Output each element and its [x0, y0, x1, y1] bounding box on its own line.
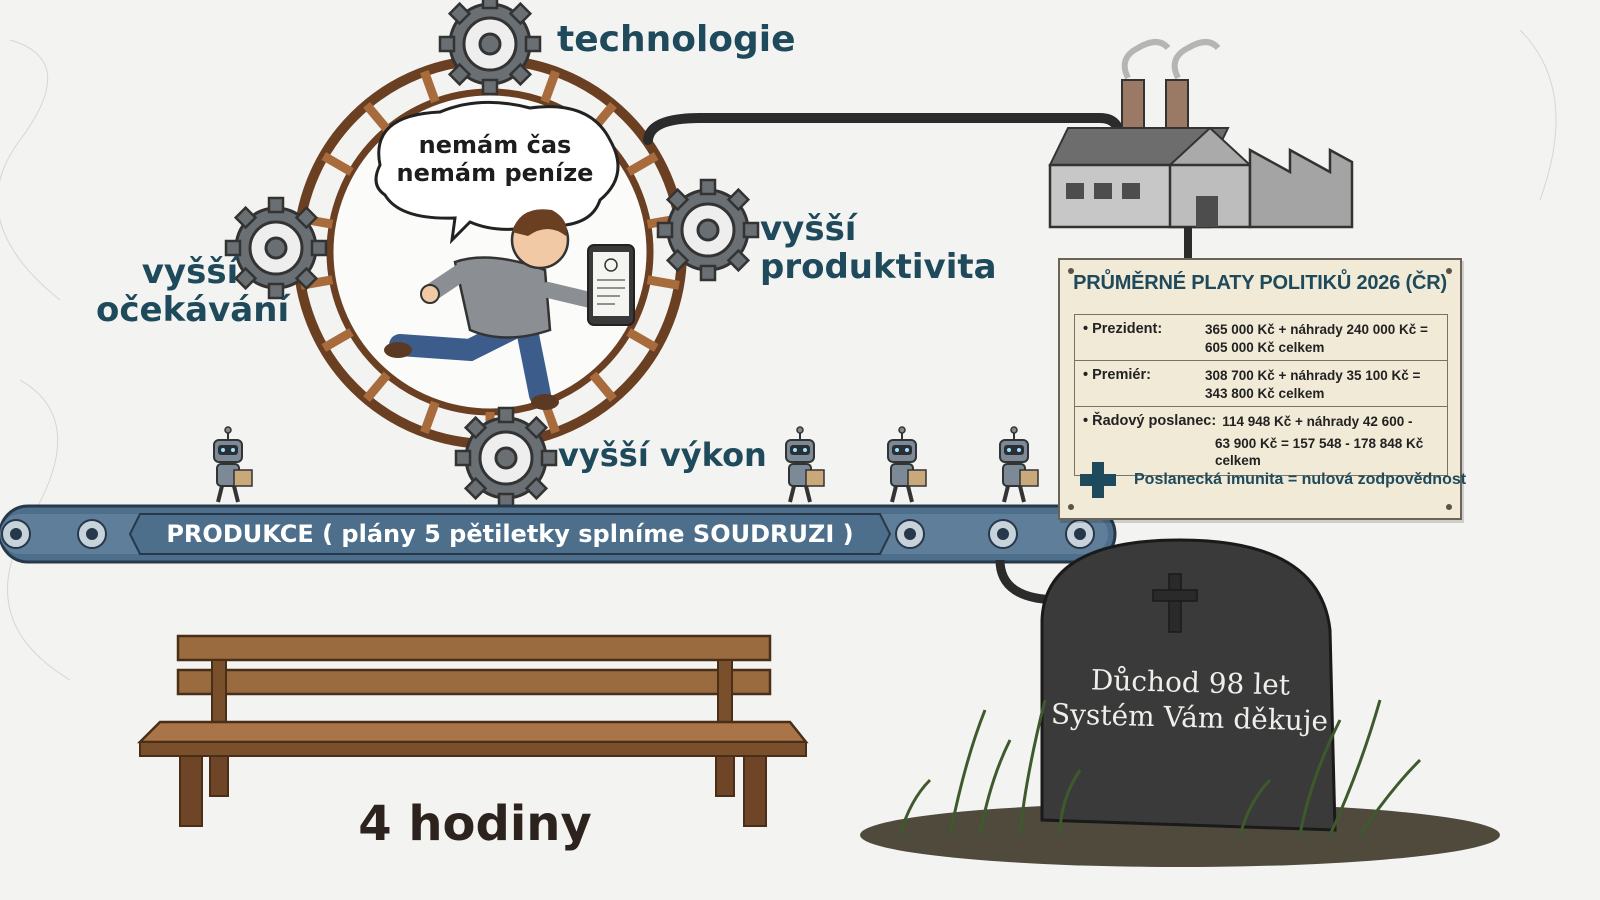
salary-value: 308 700 Kč + náhrady 35 100 Kč = 343 800…	[1205, 368, 1421, 401]
conveyor-belt	[0, 504, 1117, 564]
phone-icon	[587, 244, 635, 326]
speech-bubble-text: nemám čas nemám peníze	[396, 131, 594, 187]
salary-role: • Řadový poslanec:	[1083, 413, 1217, 430]
sign-footer: Poslanecká imunita = nulová zodpovědnost	[1078, 458, 1466, 502]
rivet	[1068, 504, 1074, 510]
bench-caption: 4 hodiny	[358, 796, 592, 852]
sign-title: PRŮMĚRNÉ PLATY POLITIKŮ 2026 (ČR)	[1073, 272, 1447, 294]
rivet	[1446, 504, 1452, 510]
salary-sign: PRŮMĚRNÉ PLATY POLITIKŮ 2026 (ČR) • Prez…	[1058, 258, 1466, 520]
gear-icon	[656, 178, 760, 282]
salary-value: 114 948 Kč + náhrady 42 600 -	[1222, 414, 1413, 430]
conveyor-label: PRODUKCE ( plány 5 pětiletky splníme SOU…	[166, 520, 854, 548]
robot-icon	[998, 425, 1040, 504]
gear-icon	[454, 406, 558, 510]
label-vyssi-ocekavani: vyšší očekávání	[96, 252, 290, 331]
running-person	[384, 209, 635, 410]
salary-value-continued: 63 900 Kč = 157 548 - 178 848 Kč celkem	[1215, 435, 1424, 469]
robot-icon	[886, 425, 928, 504]
salary-row: • Prezident: 365 000 Kč + náhrady 240 00…	[1075, 315, 1447, 362]
tombstone	[860, 538, 1500, 867]
label-vyssi-vykon: vyšší výkon	[558, 436, 767, 474]
bench-icon	[136, 634, 809, 827]
robot-icon	[784, 425, 826, 504]
connector-pipe	[643, 113, 1125, 145]
rivet	[1068, 268, 1074, 274]
speech-bubble	[374, 100, 620, 245]
robot-icon	[212, 425, 254, 504]
sign-footer-text: Poslanecká imunita = nulová zodpovědnost	[1134, 471, 1467, 488]
label-technologie: technologie	[557, 19, 796, 60]
salary-row: • Řadový poslanec: 114 948 Kč + náhrady …	[1075, 407, 1447, 475]
salary-table: • Prezident: 365 000 Kč + náhrady 240 00…	[1074, 314, 1448, 476]
gear-icon	[438, 0, 542, 96]
tombstone-inscription: Důchod 98 let Systém Vám děkuje	[1050, 663, 1329, 738]
factory-icon	[1048, 39, 1354, 260]
plus-icon	[1078, 460, 1118, 500]
label-vyssi-produktivita: vyšší produktivita	[760, 209, 997, 288]
salary-role: • Premiér:	[1083, 367, 1151, 384]
cross-icon	[1152, 573, 1198, 633]
salary-value: 365 000 Kč + náhrady 240 000 Kč = 605 00…	[1205, 322, 1428, 355]
rivet	[1446, 268, 1452, 274]
salary-role: • Prezident:	[1083, 321, 1163, 337]
salary-row: • Premiér: 308 700 Kč + náhrady 35 100 K…	[1075, 361, 1447, 408]
